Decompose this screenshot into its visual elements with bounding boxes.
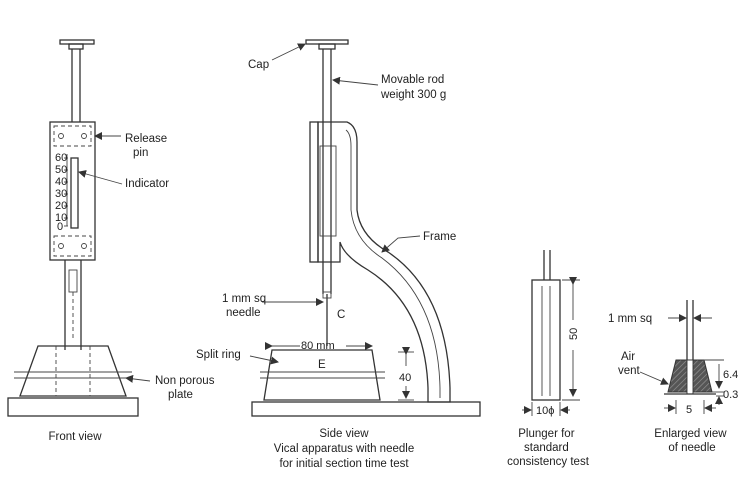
- side-view: 80 mm 40 Cap Movable rod weight 300 g Fr…: [196, 39, 481, 470]
- c-mark: C: [337, 309, 345, 321]
- release-pin-label: Release pin: [125, 133, 170, 159]
- height-dimension: 40: [399, 372, 411, 384]
- front-mould: [19, 345, 127, 397]
- scale-label: 20: [55, 200, 67, 212]
- front-view: 60 50 40 30 20 10 0 Release pin Indicato…: [7, 39, 218, 443]
- side-caption-line2: Vical apparatus with needle: [274, 443, 414, 455]
- plunger-caption: Plunger for standard consistency test: [507, 428, 590, 468]
- needle-caption: Enlarged view of needle: [654, 428, 729, 454]
- indicator-label: Indicator: [125, 178, 169, 190]
- enlarged-needle-view: 6.4 0.3 5 1 mm sq Air vent Enlarged view…: [608, 300, 738, 454]
- cap-label: Cap: [248, 59, 269, 71]
- width-dimension: 80 mm: [301, 340, 335, 352]
- air-vent-label: Air vent: [618, 351, 641, 377]
- scale-label: 0: [57, 221, 63, 233]
- plunger-height-dimension: 50: [568, 328, 580, 340]
- plunger-body: [531, 279, 561, 401]
- needle-width-dimension: 5: [686, 404, 692, 416]
- needle-height-dimension: 6.4: [723, 369, 738, 381]
- scale-label: 10: [55, 212, 67, 224]
- e-mark: E: [318, 359, 326, 371]
- front-indicator-slot: [70, 157, 79, 229]
- front-view-caption: Front view: [48, 431, 102, 443]
- movable-rod-label: Movable rod weight 300 g: [380, 74, 448, 101]
- needle-gap-dimension: 0.3: [723, 389, 738, 401]
- side-caption-line3: for initial section time test: [279, 458, 409, 470]
- side-base: [251, 401, 481, 417]
- plunger-diameter-dimension: 10ϕ: [536, 405, 554, 417]
- plunger-view: 50 10ϕ Plunger for standard consistency …: [507, 250, 590, 468]
- needle-label: 1 mm sq needle: [222, 293, 269, 319]
- scale-label: 30: [55, 188, 67, 200]
- scale-label: 40: [55, 176, 67, 188]
- needle-top-label: 1 mm sq: [608, 313, 652, 325]
- scale-label: 60: [55, 152, 67, 164]
- split-ring-label: Split ring: [196, 349, 241, 361]
- side-mould: [263, 349, 381, 401]
- front-housing: [49, 121, 96, 261]
- side-view-caption: Side view: [319, 428, 369, 440]
- non-porous-plate-label: Non porous plate: [155, 375, 218, 401]
- frame-label: Frame: [423, 231, 456, 243]
- front-base-plate: [7, 397, 139, 417]
- side-frame: [317, 121, 451, 403]
- scale-label: 50: [55, 164, 67, 176]
